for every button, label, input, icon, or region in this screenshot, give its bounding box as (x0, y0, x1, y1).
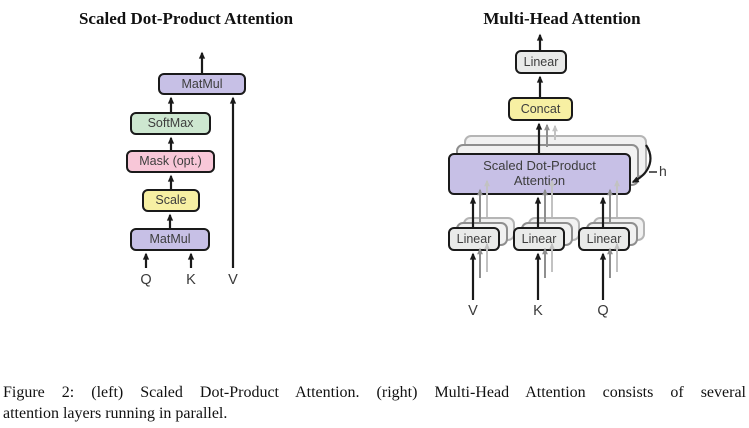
figure-caption-line1: Figure 2: (left) Scaled Dot-Product Atte… (3, 384, 746, 401)
right-input-k-label: K (533, 303, 543, 319)
sdpa-box-label-line1: Scaled Dot-Product (483, 158, 596, 174)
matmul-bottom-box: MatMul (130, 228, 210, 251)
figure-caption-line2: attention layers running in parallel. (3, 405, 228, 422)
right-input-q-label: Q (597, 303, 609, 319)
softmax-box: SoftMax (130, 112, 211, 135)
left-input-k-label: K (186, 272, 196, 288)
left-input-v-label: V (228, 272, 238, 288)
right-diagram-title: Multi-Head Attention (483, 9, 641, 28)
mask-box: Mask (opt.) (126, 150, 215, 173)
concat-box: Concat (508, 97, 573, 121)
sdpa-box-label: Scaled Dot-Product Attention (483, 158, 596, 189)
left-input-q-label: Q (140, 272, 152, 288)
right-input-v-label: V (468, 303, 478, 319)
left-diagram-title: Scaled Dot-Product Attention (78, 9, 294, 28)
scale-box: Scale (142, 189, 200, 212)
linear-q-box: Linear (578, 227, 630, 251)
linear-k-box: Linear (513, 227, 565, 251)
num-heads-label: h (659, 163, 667, 179)
matmul-top-box: MatMul (158, 73, 246, 95)
sdpa-box-label-line2: Attention (513, 173, 566, 188)
figure-caption: Figure 2: (left) Scaled Dot-Product Atte… (3, 382, 746, 424)
linear-output-box: Linear (515, 50, 567, 74)
linear-v-box: Linear (448, 227, 500, 251)
scaled-dot-product-attention-box: Scaled Dot-Product Attention (448, 153, 631, 195)
